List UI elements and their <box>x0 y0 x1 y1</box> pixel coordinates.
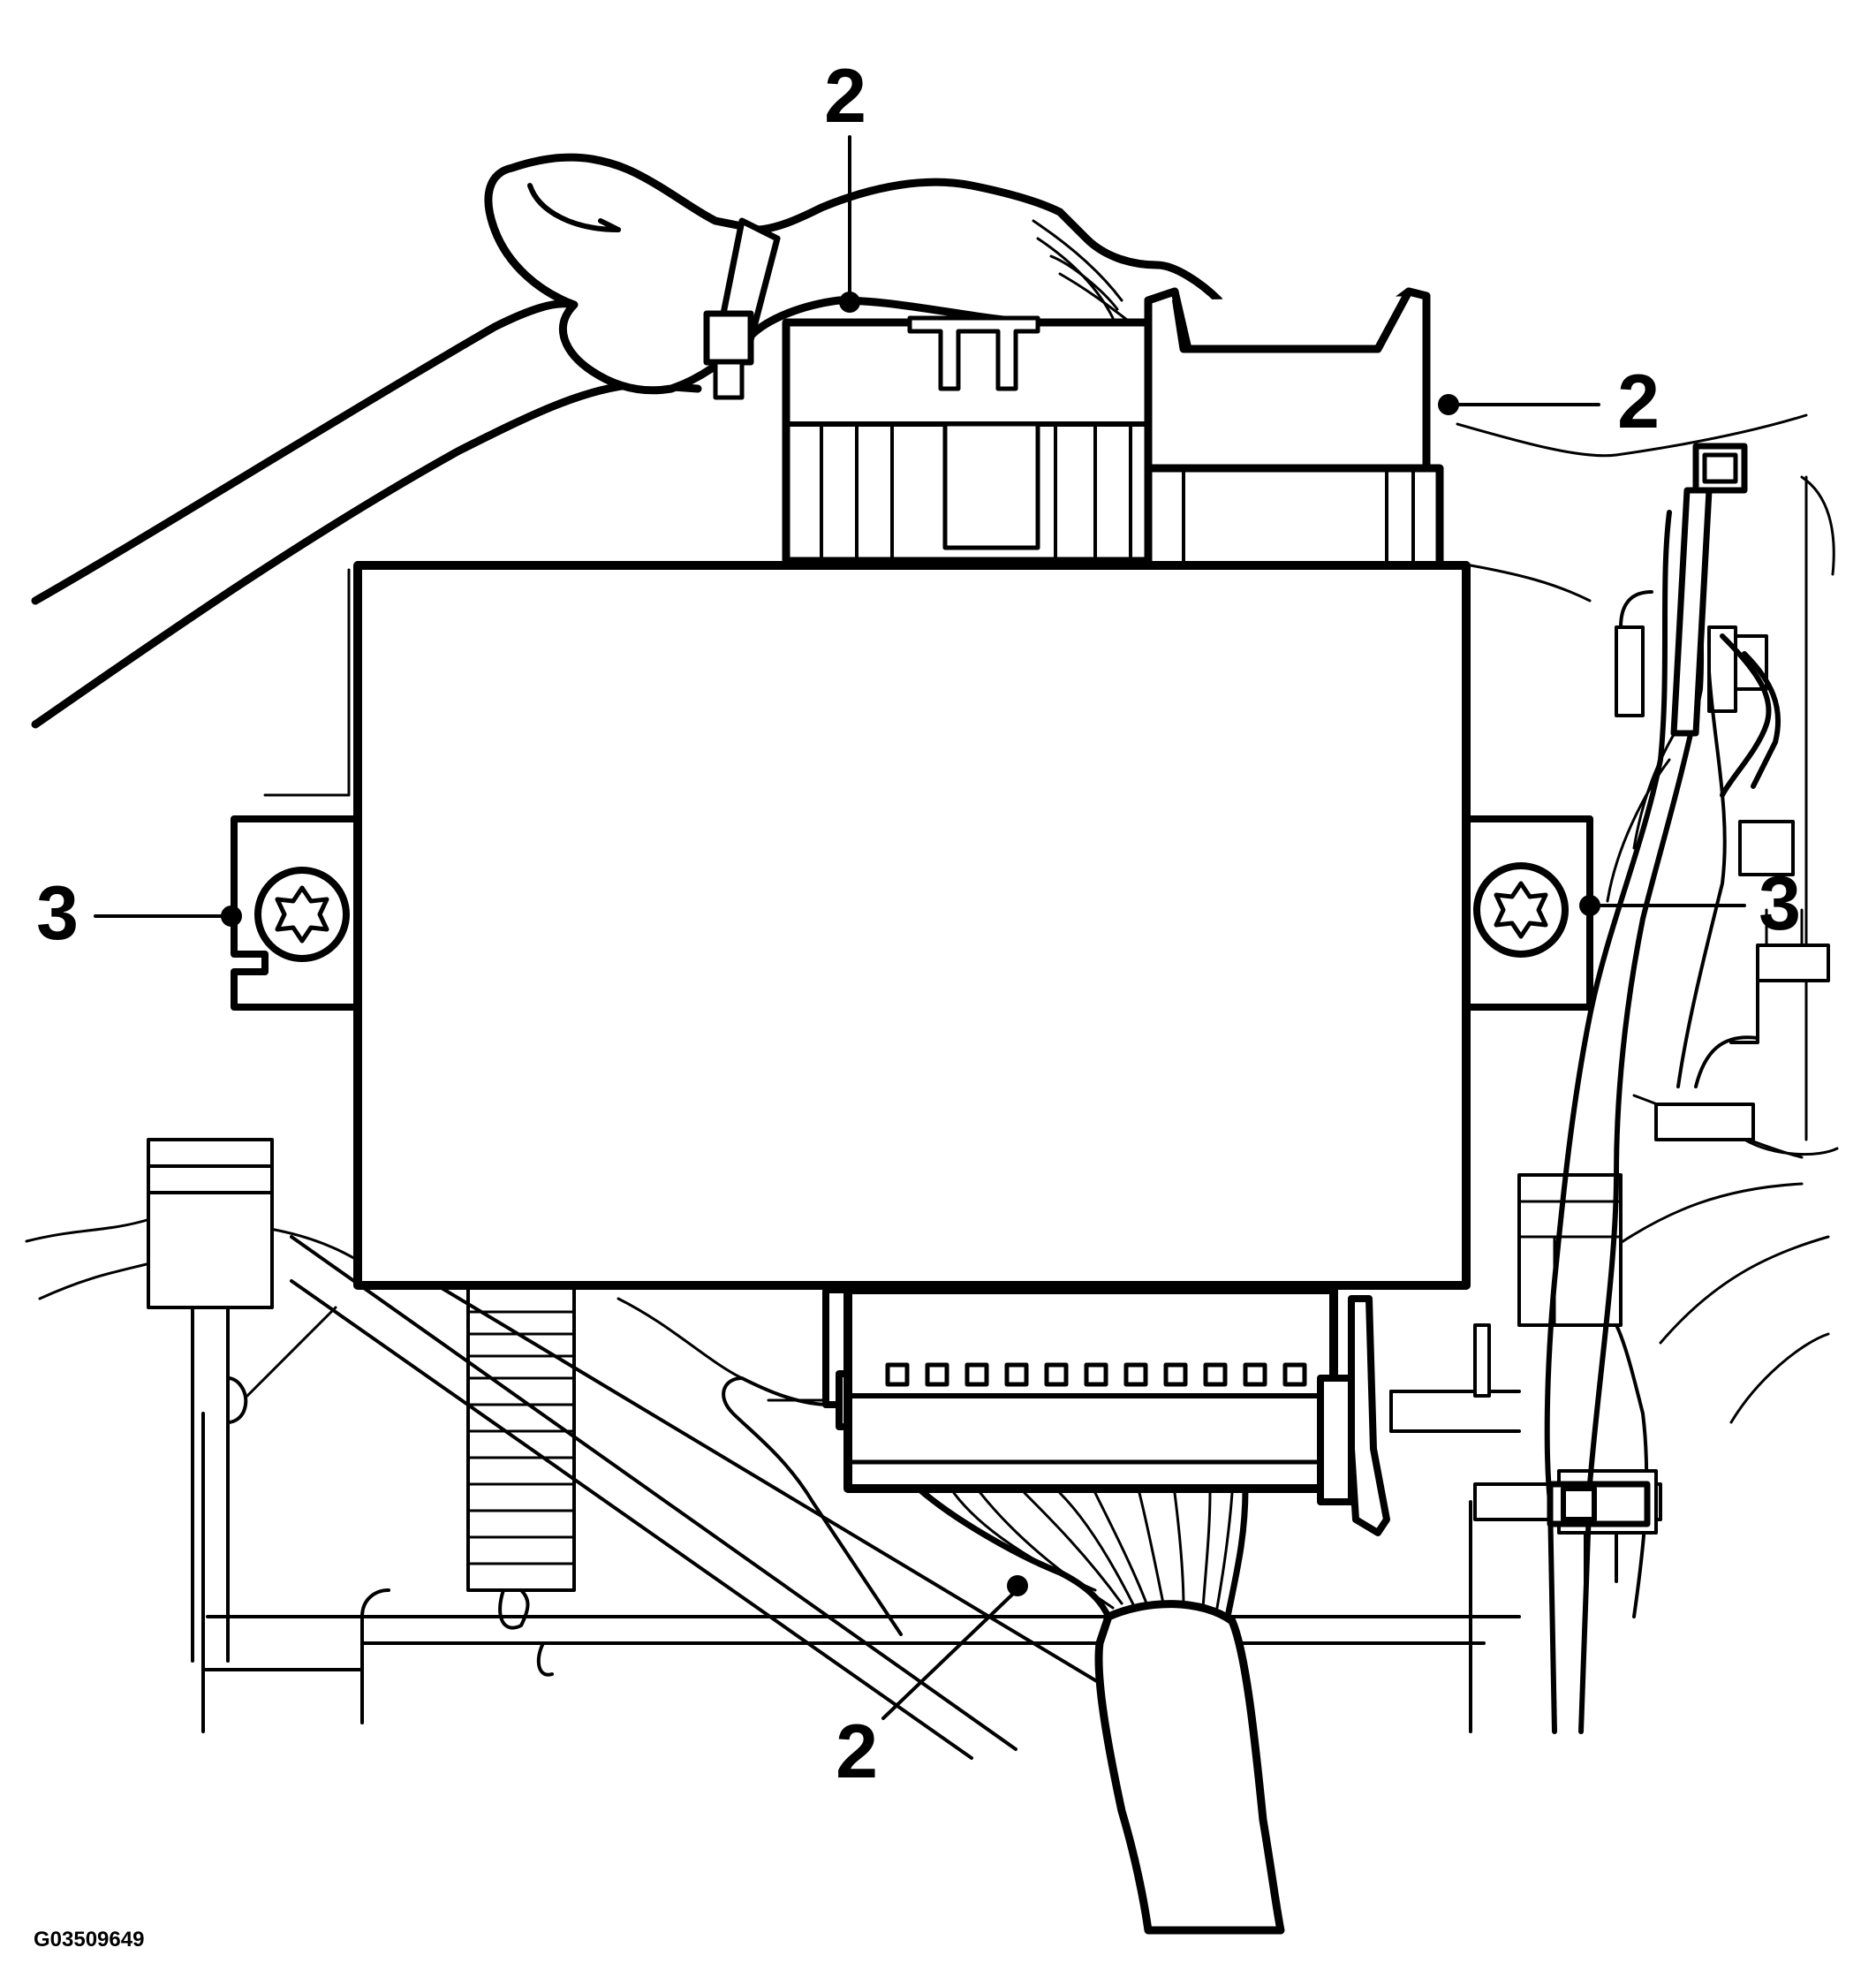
callout-label: 2 <box>1617 360 1660 444</box>
callout-leader-dot <box>1007 1575 1028 1596</box>
harness-bottom <box>915 1485 1285 1935</box>
harness-bottom-wires <box>952 1491 1234 1610</box>
callout-label: 2 <box>836 1709 878 1794</box>
connector-top-left <box>782 315 1161 565</box>
connector-pin-slots <box>885 1362 1307 1387</box>
callout-label: 2 <box>824 54 866 139</box>
screw-left <box>254 867 350 962</box>
callout-label: 3 <box>1759 861 1801 946</box>
callout-leader-dot <box>1438 394 1459 415</box>
callout-screw-right: 3 <box>1579 861 1801 946</box>
screw-right <box>1473 862 1569 958</box>
callout-leader-dot <box>839 292 860 313</box>
control-module <box>231 561 1593 1290</box>
connector-bottom <box>822 1285 1390 1536</box>
callout-leader-dot <box>1579 895 1600 916</box>
callout-screw-left: 3 <box>36 871 242 956</box>
callout-connector-top-right: 2 <box>1438 360 1660 444</box>
connector-top-right <box>1144 287 1444 570</box>
callout-connector-bottom: 2 <box>836 1575 1028 1794</box>
callout-leader-dot <box>221 906 242 927</box>
cable-tie <box>703 217 781 400</box>
callout-label: 3 <box>36 871 79 956</box>
figure-id: G03509649 <box>34 1928 144 1951</box>
callout-connector-top-left: 2 <box>824 54 866 313</box>
harness-right <box>1544 443 1781 1734</box>
